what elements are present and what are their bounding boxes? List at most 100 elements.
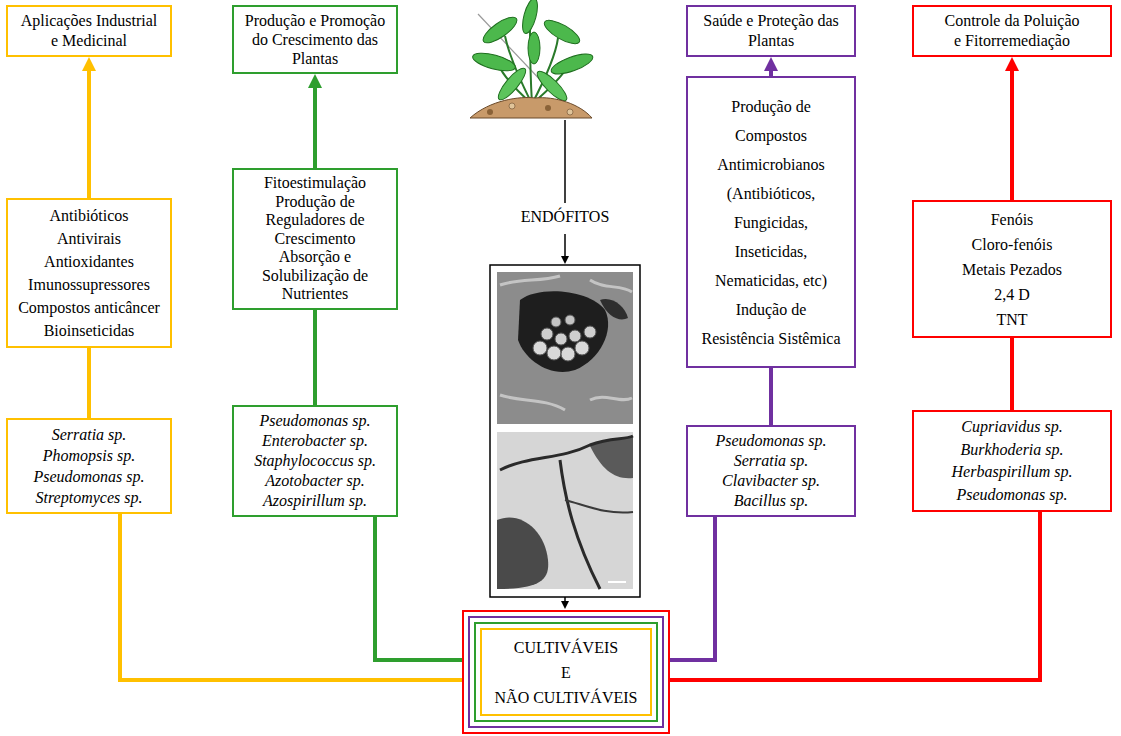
node-text: Enterobacter sp.	[240, 431, 390, 451]
plant-soil	[470, 98, 592, 118]
tem-cell	[497, 517, 548, 589]
plant-illustration	[470, 0, 595, 118]
sem-cell	[565, 315, 575, 325]
node-text: CULTIVÁVEIS	[486, 635, 646, 660]
tem-wall	[560, 460, 600, 589]
node-text: Pseudomonas sp.	[696, 431, 846, 451]
source-box: CULTIVÁVEISENÃO CULTIVÁVEIS	[480, 628, 652, 716]
sem-cell	[575, 341, 589, 355]
scale-bar	[608, 581, 626, 583]
soil-pebble	[487, 109, 493, 115]
genus-box: Pseudomonas sp.Serratia sp.Clavibacter s…	[686, 425, 856, 517]
node-text: Pseudomonas sp.	[240, 411, 390, 431]
node-text: Indução de Resistência Sistêmica	[700, 295, 843, 353]
function-box: FitoestimulaçãoProdução de Reguladores d…	[232, 168, 398, 310]
node-text: Staphylococcus sp.	[240, 451, 390, 471]
sem-texture	[500, 276, 632, 410]
tem-wall	[565, 500, 633, 513]
connector	[87, 71, 91, 198]
sem-cell	[561, 347, 575, 361]
connector	[313, 310, 317, 406]
connector	[652, 512, 1040, 680]
sem-cell	[569, 330, 581, 342]
node-text: Bioinseticidas	[13, 319, 165, 342]
flow-arrow	[564, 234, 566, 256]
node-text: Metais Pezados	[922, 257, 1102, 282]
function-box: AntibióticosAntiviraisAntioxidantesImuno…	[6, 198, 172, 348]
node-text: Compostos anticâncer	[13, 296, 165, 319]
plant-leaf	[480, 13, 521, 47]
node-text: Produção e Promoção do Crescimento das P…	[240, 11, 390, 68]
sem-image	[497, 272, 633, 424]
node-text: E	[486, 660, 646, 685]
genus-box: Cupriavidus sp.Burkhoderia sp.Herbaspiri…	[912, 410, 1112, 512]
node-text: Produção de Compostos Antimicrobianos (A…	[700, 92, 843, 295]
plant-leaf	[520, 0, 541, 35]
node-text: Herbaspirillum sp.	[922, 461, 1102, 484]
connector	[375, 517, 480, 660]
connector	[1010, 71, 1014, 200]
sem-cell	[541, 328, 553, 340]
tem-wall	[500, 436, 633, 470]
micrograph-panel	[490, 265, 640, 597]
soil-pebble	[509, 103, 515, 109]
node-text: Pseudomonas sp.	[13, 466, 165, 487]
sem-cell	[547, 346, 561, 360]
category-box: Saúde e Proteção das Plantas	[686, 5, 856, 57]
category-box: Aplicações Industrial e Medicinal	[6, 5, 172, 57]
node-text: Antivirais	[13, 227, 165, 250]
soil-pebble	[545, 105, 551, 111]
connector	[1010, 338, 1014, 410]
node-text: Burkhoderia sp.	[922, 439, 1102, 462]
sem-cell	[584, 326, 596, 338]
category-box: Produção e Promoção do Crescimento das P…	[232, 5, 398, 74]
node-text: Antibióticos	[13, 204, 165, 227]
sem-cell	[533, 341, 547, 355]
connector	[769, 368, 773, 425]
node-text: NÃO CULTIVÁVEIS	[486, 685, 646, 710]
node-text: Streptomyces sp.	[13, 487, 165, 508]
genus-box: Serratia sp.Phomopsis sp.Pseudomonas sp.…	[6, 418, 172, 514]
node-text: Cloro-fenóis	[922, 232, 1102, 257]
node-text: Absorção e Solubilização de Nutrientes	[240, 248, 390, 304]
node-text: Bacillus sp.	[696, 491, 846, 511]
node-text: Serratia sp.	[696, 451, 846, 471]
node-text: Controle da Poluição e Fitorremediação	[942, 11, 1082, 51]
flow-arrow	[564, 597, 566, 601]
soil-pebble	[567, 109, 573, 115]
sem-cavity	[518, 291, 608, 372]
connector	[313, 88, 317, 168]
plant-leaf	[471, 50, 517, 75]
node-text: TNT	[922, 307, 1102, 332]
plant-leaf	[528, 32, 540, 64]
plant-leaf	[541, 16, 583, 48]
node-text: Imunossupressores	[13, 273, 165, 296]
node-text: Fenóis	[922, 207, 1102, 232]
category-box: Controle da Poluição e Fitorremediação	[912, 5, 1112, 57]
label-text: ENDÓFITOS	[518, 207, 613, 226]
connector	[87, 348, 91, 418]
node-text: Antioxidantes	[13, 250, 165, 273]
node-text: Saúde e Proteção das Plantas	[700, 11, 843, 51]
node-text: Aplicações Industrial e Medicinal	[18, 11, 160, 51]
function-box: FenóisCloro-fenóisMetais Pezados2,4 DTNT	[912, 200, 1112, 338]
sem-cell	[551, 317, 561, 327]
node-text: Cupriavidus sp.	[922, 416, 1102, 439]
tem-image	[497, 432, 633, 589]
flow-line	[564, 120, 566, 203]
node-text: Azospirillum sp.	[240, 491, 390, 511]
connector	[652, 517, 715, 660]
sem-cell	[555, 333, 567, 345]
function-box: Produção de Compostos Antimicrobianos (A…	[686, 76, 856, 368]
node-text: Azotobacter sp.	[240, 471, 390, 491]
sem-cavity	[600, 299, 628, 319]
plant-leaf	[549, 50, 595, 78]
genus-box: Pseudomonas sp.Enterobacter sp.Staphyloc…	[232, 405, 398, 517]
node-text: Produção de Reguladores de Crescimento	[240, 193, 390, 249]
node-text: Clavibacter sp.	[696, 471, 846, 491]
connector	[120, 514, 480, 680]
node-text: Serratia sp.	[13, 424, 165, 445]
